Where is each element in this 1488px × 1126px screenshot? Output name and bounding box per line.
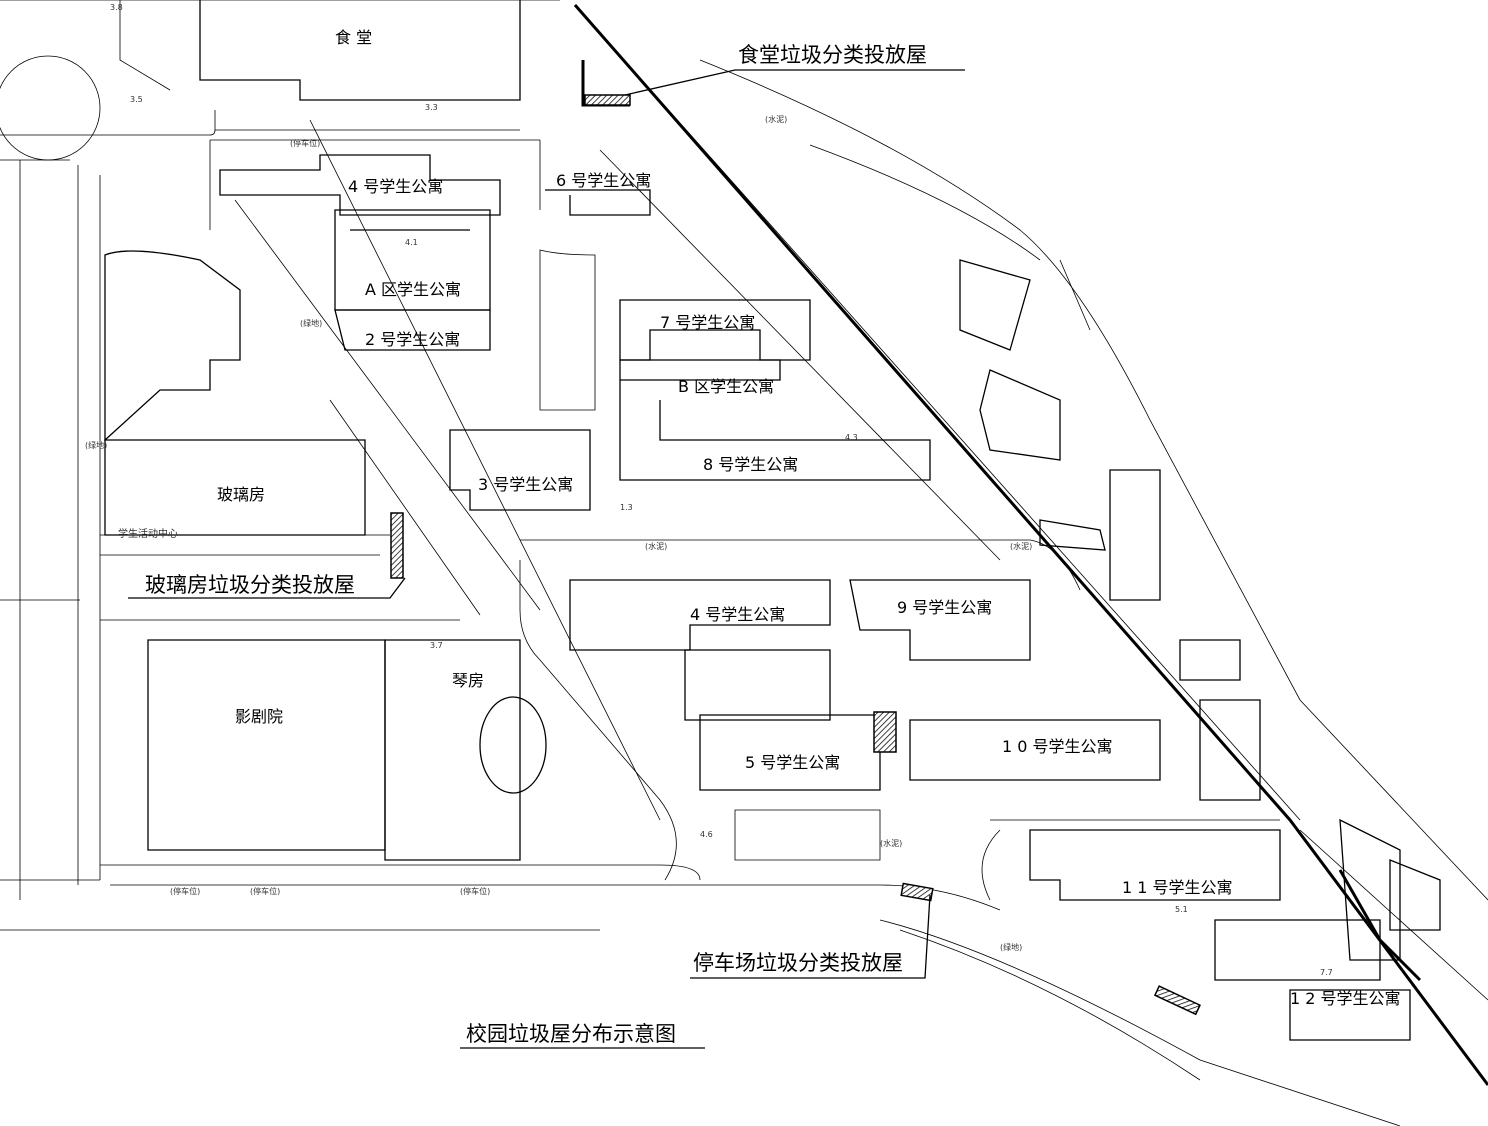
annotations: (停车位) (停车位) (停车位) (停车位) (绿地) (绿地) (绿地) (… [85, 3, 1333, 977]
label-dorm-6: 6 号学生公寓 [556, 171, 651, 190]
label-dorm-5: 5 号学生公寓 [745, 753, 840, 772]
svg-text:(绿地): (绿地) [85, 440, 107, 450]
svg-text:3.5: 3.5 [130, 95, 143, 104]
garbage-houses [390, 60, 1201, 1016]
callout-leaders [128, 69, 965, 1049]
canteen-outline [199, 0, 521, 101]
svg-text:(水泥): (水泥) [645, 541, 667, 551]
label-activity-center: 学生活动中心 [118, 527, 178, 540]
label-glasshouse: 玻璃房 [217, 485, 265, 504]
callout-canteen-garbage-house: 食堂垃圾分类投放屋 [738, 43, 927, 67]
label-dorm-9: 9 号学生公寓 [897, 598, 992, 617]
label-piano-room: 琴房 [452, 671, 484, 690]
svg-text:(水泥): (水泥) [1010, 541, 1032, 551]
label-dorm-4-south: 4 号学生公寓 [690, 605, 785, 624]
label-canteen: 食 堂 [335, 28, 372, 47]
label-dorm-a: A 区学生公寓 [365, 280, 461, 299]
svg-text:3.8: 3.8 [110, 3, 123, 12]
label-dorm-2: 2 号学生公寓 [365, 330, 460, 349]
svg-text:3.3: 3.3 [425, 103, 438, 112]
label-theater: 影剧院 [235, 707, 283, 726]
glasshouse-garbage-house-marker [390, 512, 404, 579]
svg-text:(停车位): (停车位) [460, 886, 490, 896]
svg-text:(水泥): (水泥) [765, 114, 787, 124]
svg-text:4.6: 4.6 [700, 830, 713, 839]
svg-text:(绿地): (绿地) [300, 318, 322, 328]
svg-text:(水泥): (水泥) [880, 838, 902, 848]
boundary-line [573, 4, 1488, 1086]
svg-text:(停车位): (停车位) [170, 886, 200, 896]
label-dorm-10: 1 0 号学生公寓 [1002, 737, 1113, 756]
label-dorm-12: 1 2 号学生公寓 [1290, 989, 1401, 1008]
callout-glasshouse-garbage-house: 玻璃房垃圾分类投放屋 [145, 573, 355, 597]
svg-text:(停车位): (停车位) [290, 138, 320, 148]
label-dorm-7: 7 号学生公寓 [660, 313, 755, 332]
building-labels: 食 堂 4 号学生公寓 6 号学生公寓 A 区学生公寓 2 号学生公寓 7 号学… [118, 28, 1401, 1008]
svg-text:5.1: 5.1 [1175, 905, 1188, 914]
svg-text:(绿地): (绿地) [1000, 942, 1022, 952]
label-dorm-8: 8 号学生公寓 [703, 455, 798, 474]
dorm5-garbage-marker [873, 711, 897, 753]
label-dorm-11: 1 1 号学生公寓 [1122, 878, 1233, 897]
building-outlines [104, 0, 1441, 1041]
svg-text:4.3: 4.3 [845, 433, 858, 442]
svg-text:7.7: 7.7 [1320, 968, 1333, 977]
label-dorm-3: 3 号学生公寓 [478, 475, 573, 494]
label-dorm-b: B 区学生公寓 [678, 377, 774, 396]
svg-text:3.7: 3.7 [430, 641, 443, 650]
label-dorm-4-north: 4 号学生公寓 [348, 177, 443, 196]
callout-parking-garbage-house: 停车场垃圾分类投放屋 [693, 951, 903, 975]
parking-garbage-house-marker [900, 882, 934, 902]
svg-text:1.3: 1.3 [620, 503, 633, 512]
svg-text:4.1: 4.1 [405, 238, 418, 247]
svg-text:(停车位): (停车位) [250, 886, 280, 896]
map-title: 校园垃圾屋分布示意图 [466, 1022, 676, 1046]
